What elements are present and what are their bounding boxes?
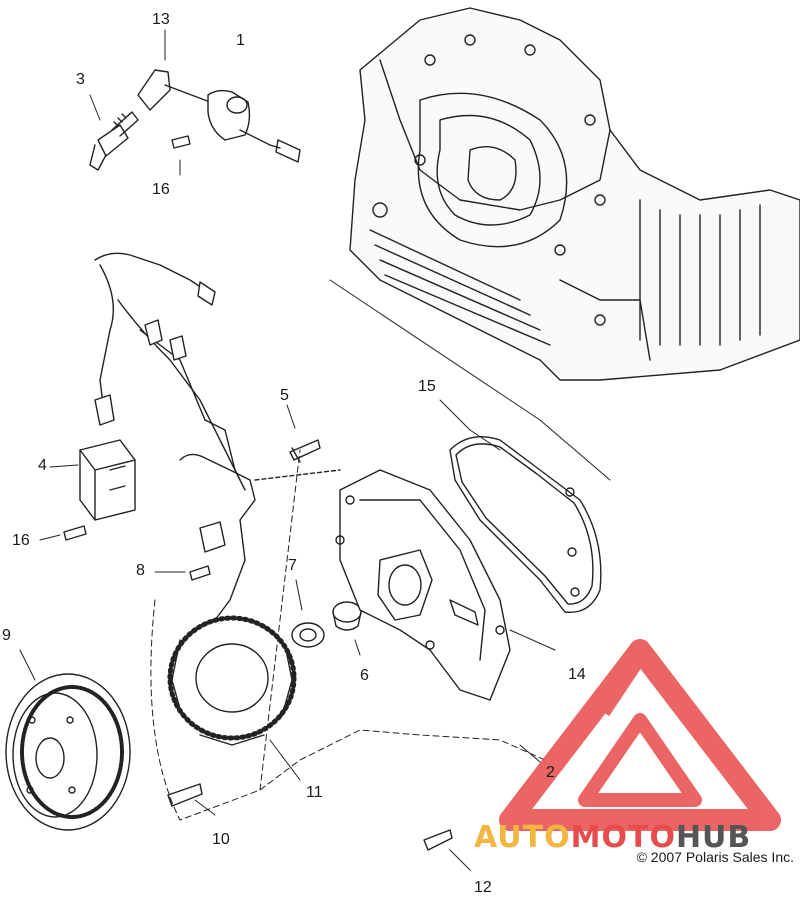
watermark-text: AUTOMOTOHUB <box>474 820 751 855</box>
watermark-text-moto: MOTO <box>570 820 676 855</box>
callout-5: 5 <box>280 387 289 404</box>
seal-and-bearing <box>291 601 362 648</box>
callout-6: 6 <box>360 667 369 684</box>
callout-2: 2 <box>546 764 555 781</box>
callout-16-left: 16 <box>12 532 30 549</box>
watermark-logo <box>499 639 781 831</box>
callout-3: 3 <box>76 71 85 88</box>
stator <box>167 615 297 746</box>
callout-14: 14 <box>568 666 586 683</box>
callout-16-top: 16 <box>152 181 170 198</box>
callout-15: 15 <box>418 378 436 395</box>
spark-plug <box>89 111 139 171</box>
cover-gasket <box>449 436 602 614</box>
wiring-harness <box>94 252 246 491</box>
bolts <box>63 135 453 851</box>
engine-crankcase <box>329 7 800 481</box>
copyright-notice: © 2007 Polaris Sales Inc. <box>636 849 794 865</box>
ignition-coil-assembly <box>137 69 301 163</box>
stator-cover <box>150 449 546 821</box>
callout-10: 10 <box>212 831 230 848</box>
stator-lead <box>179 453 341 621</box>
watermark-text-auto: AUTO <box>474 820 571 855</box>
leader-lines <box>19 29 556 871</box>
callout-1: 1 <box>236 32 245 49</box>
callout-12: 12 <box>474 879 492 896</box>
callout-11: 11 <box>306 784 323 801</box>
callout-7: 7 <box>288 557 297 574</box>
callout-4: 4 <box>38 457 47 474</box>
flywheel <box>5 673 131 831</box>
callout-13: 13 <box>152 11 170 28</box>
callout-9: 9 <box>2 627 11 644</box>
callout-8: 8 <box>136 562 145 579</box>
voltage-regulator <box>79 439 136 521</box>
watermark-text-hub: HUB <box>675 820 752 855</box>
